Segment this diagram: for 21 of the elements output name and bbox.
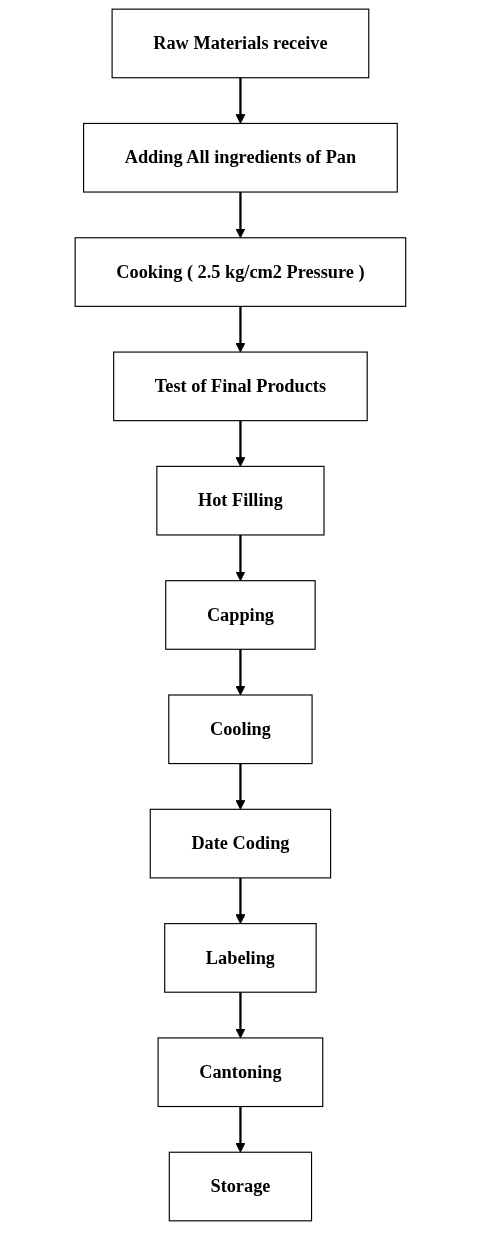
arrow	[235, 992, 246, 1039]
node-box: Test of Final Products	[113, 351, 368, 422]
node-box: Adding All ingredients of Pan	[83, 122, 398, 193]
node-box: Raw Materials receive	[111, 8, 370, 79]
arrow	[235, 306, 246, 353]
node-box: Capping	[165, 580, 316, 650]
node-box: Cooking ( 2.5 kg/cm2 Pressure )	[74, 237, 407, 307]
arrow	[235, 77, 246, 124]
node-box: Labeling	[164, 923, 317, 993]
arrow	[235, 763, 246, 810]
arrow	[235, 420, 246, 467]
arrow	[235, 1106, 246, 1153]
arrow	[235, 649, 246, 696]
node-box: Cooling	[168, 694, 313, 765]
arrow	[235, 534, 246, 582]
node-box: Date Coding	[149, 808, 332, 879]
node-box: Cantoning	[157, 1037, 324, 1108]
node-box: Storage	[168, 1151, 313, 1222]
arrow	[235, 192, 246, 239]
arrow	[235, 877, 246, 925]
node-box: Hot Filling	[156, 465, 325, 536]
